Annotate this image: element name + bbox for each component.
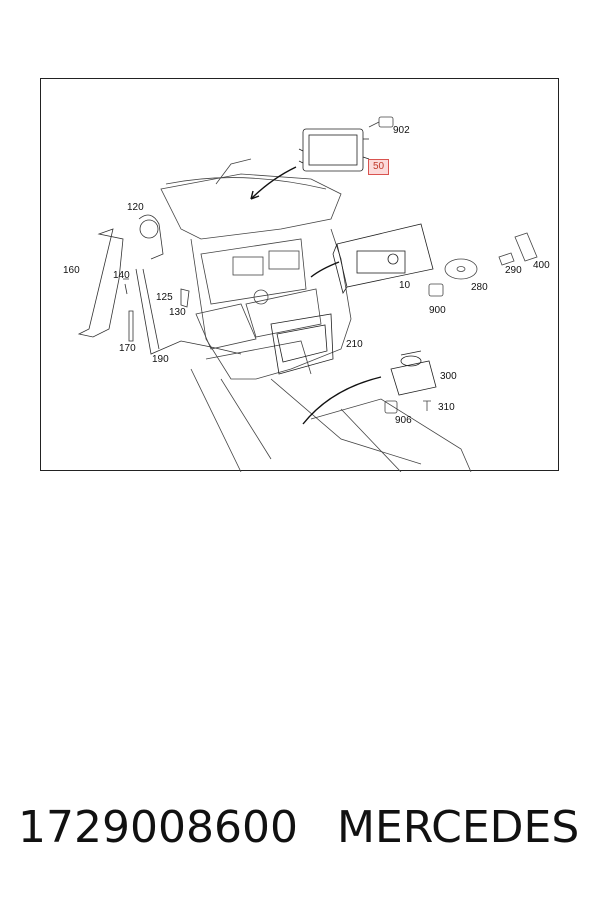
callout-160[interactable]: 160 [63,265,80,276]
callout-120[interactable]: 120 [127,202,144,213]
parts-diagram: 902 50 120 160 140 125 130 170 190 210 1… [40,78,559,472]
card-290-drawing [498,252,515,266]
brand-name: MERCEDES [337,802,580,853]
callout-190[interactable]: 190 [152,354,169,365]
card-400-drawing [514,232,538,262]
callout-210[interactable]: 210 [346,339,363,350]
callout-902[interactable]: 902 [393,125,410,136]
dashboard-outline [160,158,472,472]
disc-280-drawing [444,258,478,280]
callout-125[interactable]: 125 [156,292,173,303]
callout-300[interactable]: 300 [440,371,457,382]
callout-170[interactable]: 170 [119,343,136,354]
callout-50-highlighted[interactable]: 50 [368,159,390,175]
air-duct-drawing [77,214,242,355]
screw-310-drawing [423,400,431,411]
controller-arrow [302,376,382,425]
display-unit-drawing [298,128,370,172]
part-number: 1729008600 [18,802,298,853]
callout-290[interactable]: 290 [505,265,522,276]
display-arrow [250,166,297,200]
head-unit-arrow [310,261,340,278]
connector-906-drawing [384,400,398,414]
callout-310[interactable]: 310 [438,402,455,413]
connector-900-drawing [428,283,444,297]
head-unit-drawing [332,223,434,294]
exploded-view-drawing [77,116,538,472]
callout-400[interactable]: 400 [533,260,550,271]
controller-300-drawing [390,350,437,396]
callout-906[interactable]: 906 [395,415,412,426]
callout-10[interactable]: 10 [399,280,411,291]
callout-900[interactable]: 900 [429,305,446,316]
callout-280[interactable]: 280 [471,282,488,293]
center-trim-drawing [270,313,334,375]
callout-130[interactable]: 130 [169,307,186,318]
connector-902-drawing [368,116,394,128]
callout-140[interactable]: 140 [113,270,130,281]
